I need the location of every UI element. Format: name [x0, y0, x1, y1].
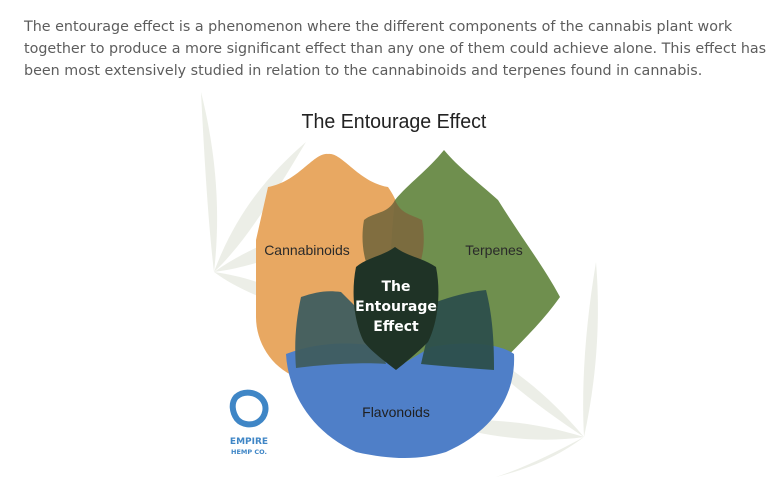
cannabinoids-flavonoids-overlap [295, 291, 386, 368]
empire-hemp-logo: EMPIRE HEMP CO. [229, 389, 269, 456]
diagram-title: The Entourage Effect [302, 111, 487, 133]
center-label-line-3: Effect [373, 319, 419, 335]
flavonoids-shape [286, 343, 515, 458]
terpenes-label: Terpenes [465, 242, 523, 258]
venn-diagram: The Entourage Effect Cannabinoids Terpen… [201, 92, 598, 477]
entourage-effect-figure: The Entourage Effect Cannabinoids Terpen… [196, 92, 601, 484]
empire-hemp-logo-icon [229, 389, 269, 428]
cannabinoids-label: Cannabinoids [264, 242, 350, 258]
terpenes-flavonoids-overlap [421, 290, 494, 370]
intro-paragraph: The entourage effect is a phenomenon whe… [24, 19, 767, 79]
center-label-line-2: Entourage [355, 299, 437, 315]
logo-line-1: EMPIRE [230, 437, 268, 447]
flavonoids-label: Flavonoids [362, 404, 430, 420]
entourage-center-shape [353, 247, 439, 370]
logo-line-2: HEMP CO. [231, 448, 267, 456]
center-label-line-1: The [381, 279, 410, 295]
